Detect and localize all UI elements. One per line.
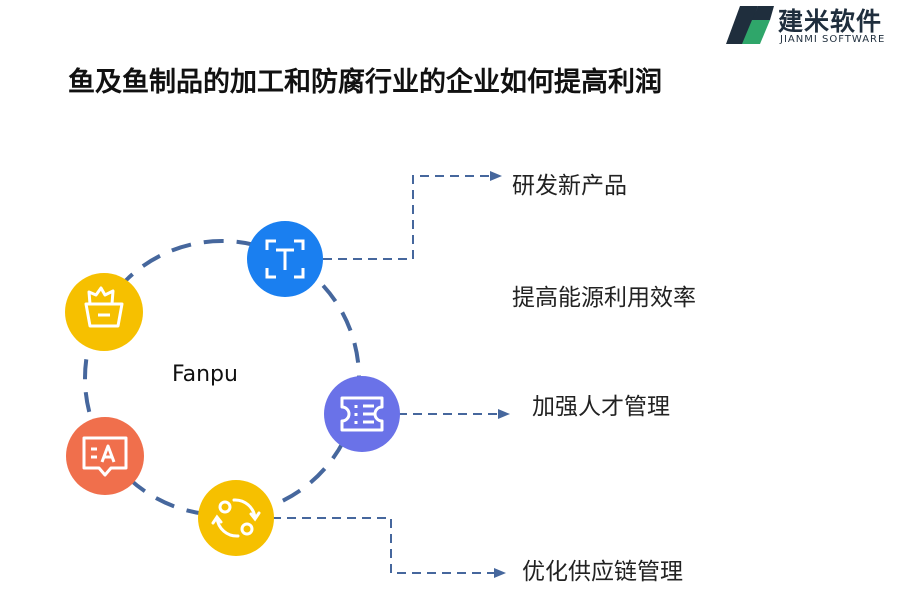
ticket-list-icon bbox=[340, 396, 384, 432]
brand-logo: 建米软件 JIANMI SOFTWARE bbox=[722, 2, 898, 48]
branch-label-new-products: 研发新产品 bbox=[512, 173, 627, 199]
jianmi-logo-icon bbox=[726, 6, 774, 44]
connector-1 bbox=[323, 175, 492, 260]
node-translate bbox=[66, 417, 144, 495]
logo-text-en: JIANMI SOFTWARE bbox=[780, 34, 886, 45]
connector-1-arrow bbox=[490, 171, 502, 181]
node-text-tool bbox=[247, 221, 323, 297]
branch-label-supply-chain: 优化供应链管理 bbox=[522, 559, 683, 585]
basket-icon bbox=[84, 286, 124, 328]
translate-message-icon bbox=[82, 436, 128, 477]
node-ticket bbox=[324, 376, 400, 452]
connector-4-arrow bbox=[494, 568, 506, 578]
branch-label-talent-management: 加强人才管理 bbox=[532, 394, 670, 420]
connector-4 bbox=[272, 517, 496, 574]
center-label: Fanpu bbox=[172, 362, 238, 387]
text-tool-icon bbox=[265, 239, 305, 279]
page-title: 鱼及鱼制品的加工和防腐行业的企业如何提高利润 bbox=[68, 67, 662, 98]
branch-label-energy-efficiency: 提高能源利用效率 bbox=[512, 285, 696, 311]
node-basket bbox=[65, 273, 143, 351]
node-cycle bbox=[198, 480, 274, 556]
connector-3-arrow bbox=[498, 409, 510, 419]
cycle-arrows-icon bbox=[211, 498, 261, 538]
logo-text-cn: 建米软件 bbox=[778, 7, 883, 36]
